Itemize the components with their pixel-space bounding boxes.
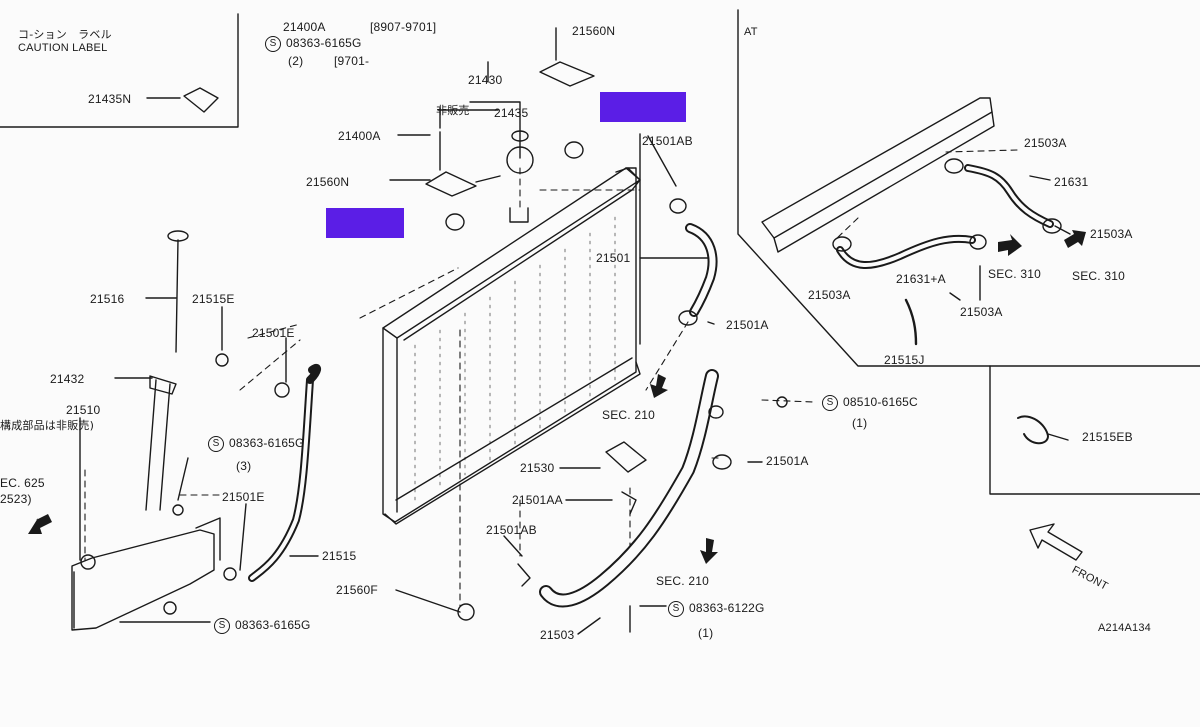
part-label-21430: 21430 <box>468 73 503 87</box>
part-label-21501ab-low: 21501AB <box>486 523 537 537</box>
bolt-ref-left-bottom-code: 08363-6165G <box>235 618 311 633</box>
at-panel-frame <box>737 9 1200 367</box>
s-symbol-icon: S <box>265 36 281 52</box>
bolt-ref-bottom: S 08363-6122G <box>668 601 765 617</box>
part-label-21510: 21510 <box>66 403 101 417</box>
part-label-21560n: 21560N <box>306 175 350 189</box>
bolt-ref-left: S 08363-6165G <box>208 436 305 452</box>
s-symbol-icon: S <box>822 395 838 411</box>
bolt-ref-left-bottom: S 08363-6165G <box>214 618 311 634</box>
caution-label-sticker <box>183 87 219 113</box>
part-label-21631: 21631 <box>1054 175 1089 189</box>
bolt-qty-top: (2) <box>288 54 304 68</box>
s-symbol-icon: S <box>668 601 684 617</box>
part-label-21515j: 21515J <box>884 353 925 367</box>
bolt-ref-top-code: 08363-6165G <box>286 36 362 51</box>
insulator-top <box>564 141 584 159</box>
redaction-block-left <box>326 208 404 238</box>
part-label-21560f: 21560F <box>336 583 378 597</box>
s-symbol-icon: S <box>208 436 224 452</box>
range-label-b: [9701- <box>334 54 370 68</box>
sec210-arrow-b <box>700 538 718 564</box>
caution-label-en: CAUTION LABEL <box>18 42 108 54</box>
insulator-left <box>445 213 465 231</box>
bolt-ref-right-code: 08510-6165C <box>843 395 918 410</box>
part-label-21435n: 21435N <box>88 92 132 106</box>
part-label-21503a-b: 21503A <box>1090 227 1133 241</box>
bolt-qty-left: (3) <box>236 459 252 473</box>
sec210-label-a: SEC. 210 <box>602 408 655 422</box>
hose-21515 <box>306 363 321 384</box>
part-label-21400a-2: 21400A <box>338 129 381 143</box>
part-label-21560n-top: 21560N <box>572 24 616 38</box>
part-label-21501a-mid: 21501A <box>766 454 809 468</box>
at-radiator <box>761 97 993 239</box>
at-tube-21515j <box>904 298 918 346</box>
bolt-ref-left-code: 08363-6165G <box>229 436 305 451</box>
s-symbol-icon: S <box>214 618 230 634</box>
part-label-21432: 21432 <box>50 372 85 386</box>
diagram-code: A214A134 <box>1098 622 1151 634</box>
redaction-block-top <box>600 92 686 122</box>
part-label-21503a-a: 21503A <box>1024 136 1067 150</box>
part-label-21515: 21515 <box>322 549 357 563</box>
dipstick-21516 <box>175 239 179 353</box>
hose-bracket-21530 <box>605 441 647 473</box>
part-label-21515eb: 21515EB <box>1082 430 1133 444</box>
part-label-21435: 21435 <box>494 106 529 120</box>
part-label-21516: 21516 <box>90 292 125 306</box>
part-label-21501a-upper: 21501A <box>726 318 769 332</box>
mount-bracket-21560n <box>425 171 477 197</box>
bolt-ref-right: S 08510-6165C <box>822 395 918 411</box>
front-arrow <box>1029 523 1083 561</box>
at-hose-21631 <box>964 164 1054 228</box>
part-label-21501e-top: 21501E <box>252 326 295 340</box>
radiator-cap-neck <box>509 207 529 223</box>
radiator-lower-tank <box>384 361 641 525</box>
part-label-21501aa: 21501AA <box>512 493 563 507</box>
part-label-21400a: 21400A <box>283 20 326 34</box>
part-label-21631a: 21631+A <box>896 272 946 286</box>
sec210-arrow-a <box>650 374 668 398</box>
sec625-arrow <box>28 514 52 534</box>
clip-panel-frame <box>989 365 1200 495</box>
reservoir-tank <box>71 529 215 631</box>
range-label-a: [8907-9701] <box>370 20 437 34</box>
bolt-ref-top: S 08363-6165G <box>265 36 362 52</box>
sec625-code: 2523) <box>0 492 32 506</box>
part-label-21501ab-top: 21501AB <box>642 134 693 148</box>
bolt-ref-bottom-code: 08363-6122G <box>689 601 765 616</box>
part-label-21503a-d: 21503A <box>960 305 1003 319</box>
sec210-label-b: SEC. 210 <box>656 574 709 588</box>
non-sale-note: 構成部品は非販売) <box>0 419 95 432</box>
caution-label-jp: コ-ション ラベル <box>18 28 112 41</box>
radiator-cap <box>506 146 534 174</box>
part-label-21503a-c: 21503A <box>808 288 851 302</box>
clip-21515eb <box>1017 415 1049 445</box>
part-label-21501: 21501 <box>596 251 631 265</box>
cap-gasket <box>511 130 529 142</box>
radiator-top-tank <box>382 167 641 339</box>
bolt-qty-bottom: (1) <box>698 626 714 640</box>
sec310-arrow-a <box>998 234 1022 256</box>
not-sold-label: 非販売 <box>436 104 470 117</box>
sec310-label-b: SEC. 310 <box>1072 269 1125 283</box>
bolt-qty-right: (1) <box>852 416 868 430</box>
caution-frame <box>0 13 239 128</box>
filler-neck-21432 <box>145 379 171 511</box>
at-panel-title: AT <box>744 26 758 38</box>
part-label-21530: 21530 <box>520 461 555 475</box>
part-label-21503: 21503 <box>540 628 575 642</box>
sec310-label-a: SEC. 310 <box>988 267 1041 281</box>
sec625-label: EC. 625 <box>0 476 45 490</box>
sec310-arrow-b <box>1064 230 1086 248</box>
cap-bracket-top <box>539 61 595 87</box>
part-label-21501e-low: 21501E <box>222 490 265 504</box>
part-label-21515e: 21515E <box>192 292 235 306</box>
